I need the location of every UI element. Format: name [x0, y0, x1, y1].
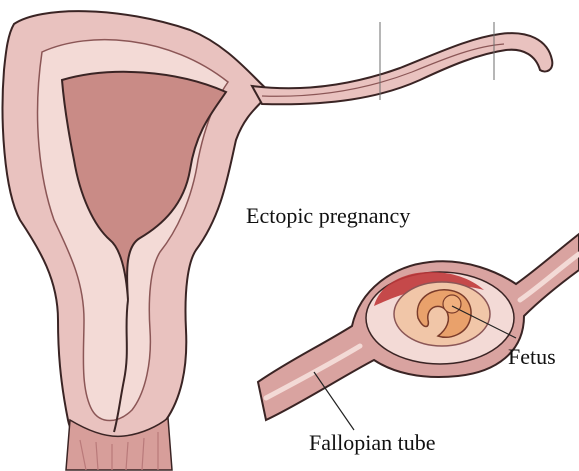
fallopian-tube-label: Fallopian tube	[309, 432, 435, 454]
upper-tube-body	[252, 33, 552, 104]
zoomed-fallopian-tube	[258, 234, 579, 420]
uterus	[3, 11, 270, 470]
title-label: Ectopic pregnancy	[246, 205, 410, 227]
upper-fallopian-tube	[252, 22, 552, 104]
fetus-label: Fetus	[508, 346, 556, 368]
fetus-head	[443, 295, 461, 313]
